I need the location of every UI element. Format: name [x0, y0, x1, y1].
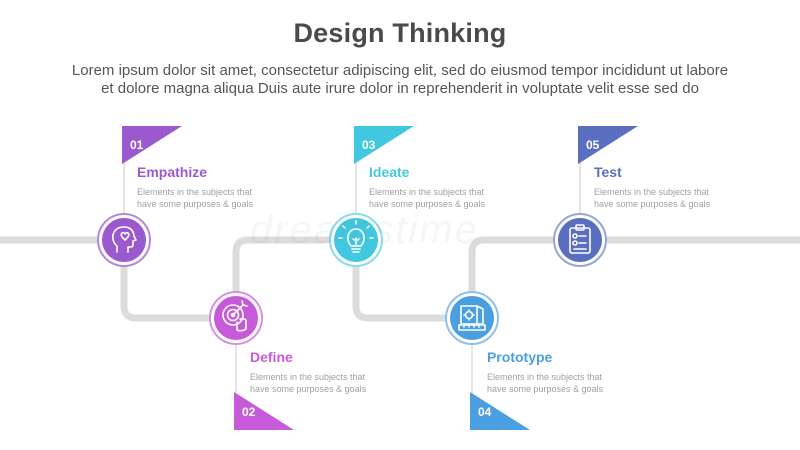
- step-title-04: Prototype: [487, 349, 553, 365]
- flag-01: 01: [122, 126, 182, 164]
- page-subtitle: Lorem ipsum dolor sit amet, consectetur …: [30, 62, 770, 98]
- step-title-05: Test: [594, 164, 622, 180]
- step-desc-03: Elements in the subjects that have some …: [369, 186, 509, 210]
- flag-03-number: 03: [362, 138, 376, 152]
- flag-05-number: 05: [586, 138, 600, 152]
- flag-01-number: 01: [130, 138, 144, 152]
- step-desc-01-line-1: Elements in the subjects that: [137, 187, 253, 197]
- step-title-02: Define: [250, 349, 293, 365]
- step-desc-05: Elements in the subjects that have some …: [594, 186, 734, 210]
- page-title: Design Thinking: [293, 18, 507, 48]
- blueprint-icon: [458, 305, 486, 331]
- step-desc-02-line-2: have some purposes & goals: [250, 384, 367, 394]
- step-desc-04-line-2: have some purposes & goals: [487, 384, 604, 394]
- step-desc-03-line-1: Elements in the subjects that: [369, 187, 485, 197]
- step-title-01: Empathize: [137, 164, 208, 180]
- flag-04-number: 04: [478, 405, 492, 419]
- step-node-02: [209, 291, 263, 345]
- checklist-icon: [569, 224, 591, 254]
- step-node-04: [445, 291, 499, 345]
- step-desc-05-line-2: have some purposes & goals: [594, 199, 711, 209]
- lightbulb-icon: [338, 220, 374, 253]
- step-desc-05-line-1: Elements in the subjects that: [594, 187, 710, 197]
- flag-02: 02: [234, 392, 294, 430]
- step-title-03: Ideate: [369, 164, 410, 180]
- step-desc-02: Elements in the subjects that have some …: [250, 371, 390, 395]
- head-heart-icon: [112, 226, 137, 253]
- target-click-icon: [222, 300, 248, 332]
- flag-04: 04: [470, 392, 530, 430]
- step-desc-02-line-1: Elements in the subjects that: [250, 372, 366, 382]
- step-desc-04: Elements in the subjects that have some …: [487, 371, 627, 395]
- subtitle-line-1: Lorem ipsum dolor sit amet, consectetur …: [71, 62, 729, 79]
- step-desc-04-line-1: Elements in the subjects that: [487, 372, 603, 382]
- step-desc-03-line-2: have some purposes & goals: [369, 199, 486, 209]
- step-node-05: [553, 213, 607, 267]
- step-node-03: [329, 213, 383, 267]
- flag-02-number: 02: [242, 405, 256, 419]
- flag-05: 05: [578, 126, 638, 164]
- step-desc-01-line-2: have some purposes & goals: [137, 199, 254, 209]
- step-desc-01: Elements in the subjects that have some …: [137, 186, 277, 210]
- watermark: dreamstime: [250, 208, 479, 252]
- flag-03: 03: [354, 126, 414, 164]
- subtitle-line-2: et dolore magna aliqua Duis aute irure d…: [101, 80, 699, 97]
- step-node-01: [97, 213, 151, 267]
